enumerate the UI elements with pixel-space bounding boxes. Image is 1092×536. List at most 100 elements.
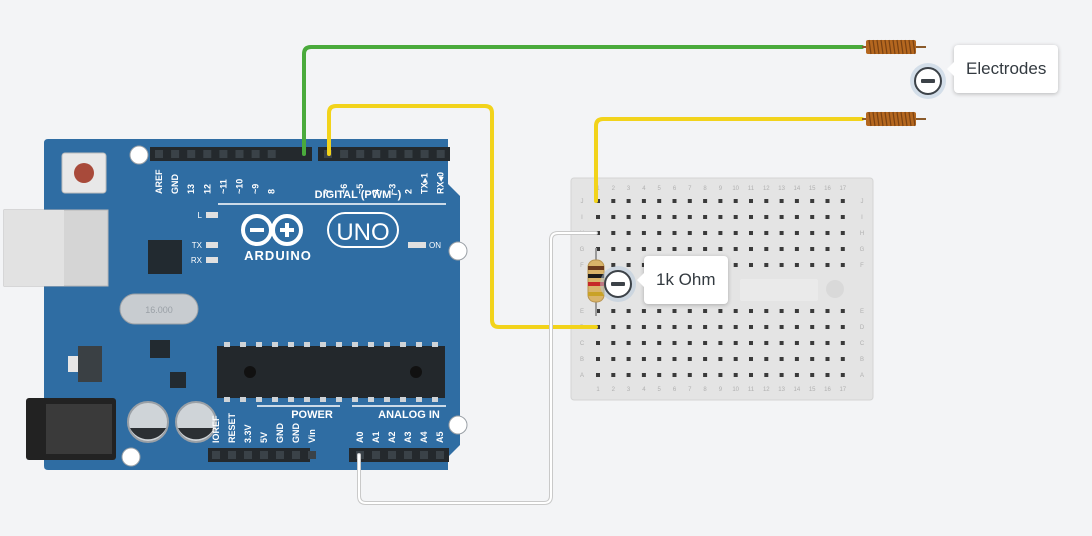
breadboard-hole[interactable] [626,309,631,313]
breadboard-hole[interactable] [641,215,646,219]
breadboard-hole[interactable] [840,263,845,267]
header-pin[interactable] [244,451,252,459]
breadboard-hole[interactable] [626,247,631,251]
breadboard-hole[interactable] [779,309,784,313]
breadboard-hole[interactable] [794,309,799,313]
breadboard-hole[interactable] [779,263,784,267]
breadboard-hole[interactable] [596,247,600,251]
breadboard-hole[interactable] [779,357,784,361]
breadboard-hole[interactable] [825,263,830,267]
breadboard-hole[interactable] [733,309,738,313]
breadboard-hole[interactable] [703,309,708,313]
breadboard-hole[interactable] [611,309,616,313]
breadboard-hole[interactable] [703,247,708,251]
breadboard-hole[interactable] [840,199,845,203]
breadboard-hole[interactable] [596,373,600,377]
header-pin[interactable] [228,451,236,459]
header-pin[interactable] [404,451,412,459]
breadboard-hole[interactable] [611,199,616,203]
header-pin[interactable] [267,150,276,158]
breadboard-hole[interactable] [810,263,815,267]
breadboard-hole[interactable] [687,325,692,329]
wire-white-a0[interactable] [358,232,597,504]
breadboard-hole[interactable] [794,247,799,251]
breadboard-hole[interactable] [810,325,815,329]
electrode-1[interactable] [862,39,926,55]
breadboard-hole[interactable] [764,325,769,329]
collapse-resistor-icon[interactable] [604,270,632,298]
breadboard-hole[interactable] [794,325,799,329]
breadboard-hole[interactable] [657,325,662,329]
breadboard-hole[interactable] [657,373,662,377]
breadboard-hole[interactable] [641,247,646,251]
breadboard-hole[interactable] [749,247,753,251]
breadboard-hole[interactable] [687,341,692,345]
breadboard-hole[interactable] [611,215,616,219]
breadboard-hole[interactable] [749,309,753,313]
breadboard-hole[interactable] [687,357,692,361]
resistor[interactable] [587,248,605,316]
breadboard-hole[interactable] [687,247,692,251]
breadboard-hole[interactable] [657,199,662,203]
header-pin[interactable] [420,451,428,459]
breadboard-hole[interactable] [825,199,830,203]
breadboard-hole[interactable] [611,263,616,267]
header-pin[interactable] [212,451,220,459]
breadboard-hole[interactable] [626,231,631,235]
header-pin[interactable] [404,150,413,158]
breadboard-hole[interactable] [672,373,677,377]
header-pin[interactable] [308,451,316,459]
breadboard-hole[interactable] [733,357,738,361]
header-pin[interactable] [235,150,244,158]
breadboard-hole[interactable] [825,325,830,329]
breadboard-hole[interactable] [733,199,738,203]
breadboard-hole[interactable] [703,357,708,361]
breadboard-hole[interactable] [779,215,784,219]
breadboard-hole[interactable] [733,247,738,251]
breadboard-hole[interactable] [810,373,815,377]
breadboard-hole[interactable] [718,199,723,203]
breadboard-hole[interactable] [840,215,845,219]
breadboard-hole[interactable] [672,341,677,345]
breadboard-hole[interactable] [749,341,753,345]
collapse-electrodes-icon[interactable] [914,67,942,95]
electrode-2[interactable] [862,111,926,127]
breadboard-hole[interactable] [840,309,845,313]
breadboard-hole[interactable] [779,373,784,377]
wire-yellow-pin7[interactable] [327,104,598,329]
breadboard-hole[interactable] [794,341,799,345]
header-pin[interactable] [356,150,365,158]
breadboard-hole[interactable] [718,215,723,219]
breadboard-hole[interactable] [626,325,631,329]
header-pin[interactable] [187,150,196,158]
breadboard-hole[interactable] [611,247,616,251]
breadboard-hole[interactable] [611,357,616,361]
breadboard-hole[interactable] [687,199,692,203]
breadboard-hole[interactable] [672,309,677,313]
breadboard-hole[interactable] [779,341,784,345]
header-pin[interactable] [372,451,380,459]
breadboard-hole[interactable] [733,373,738,377]
breadboard-hole[interactable] [749,325,753,329]
breadboard-hole[interactable] [733,341,738,345]
header-pin[interactable] [340,150,349,158]
breadboard-hole[interactable] [810,357,815,361]
breadboard-hole[interactable] [825,215,830,219]
breadboard-hole[interactable] [641,199,646,203]
breadboard-hole[interactable] [687,231,692,235]
breadboard-hole[interactable] [794,231,799,235]
breadboard-hole[interactable] [672,325,677,329]
breadboard-hole[interactable] [764,215,769,219]
breadboard-hole[interactable] [611,373,616,377]
breadboard-hole[interactable] [764,247,769,251]
breadboard-hole[interactable] [764,373,769,377]
breadboard-hole[interactable] [672,247,677,251]
breadboard-hole[interactable] [641,373,646,377]
breadboard-hole[interactable] [657,215,662,219]
breadboard-hole[interactable] [779,199,784,203]
breadboard-hole[interactable] [794,357,799,361]
breadboard-hole[interactable] [749,357,753,361]
breadboard-hole[interactable] [825,309,830,313]
breadboard-hole[interactable] [703,341,708,345]
